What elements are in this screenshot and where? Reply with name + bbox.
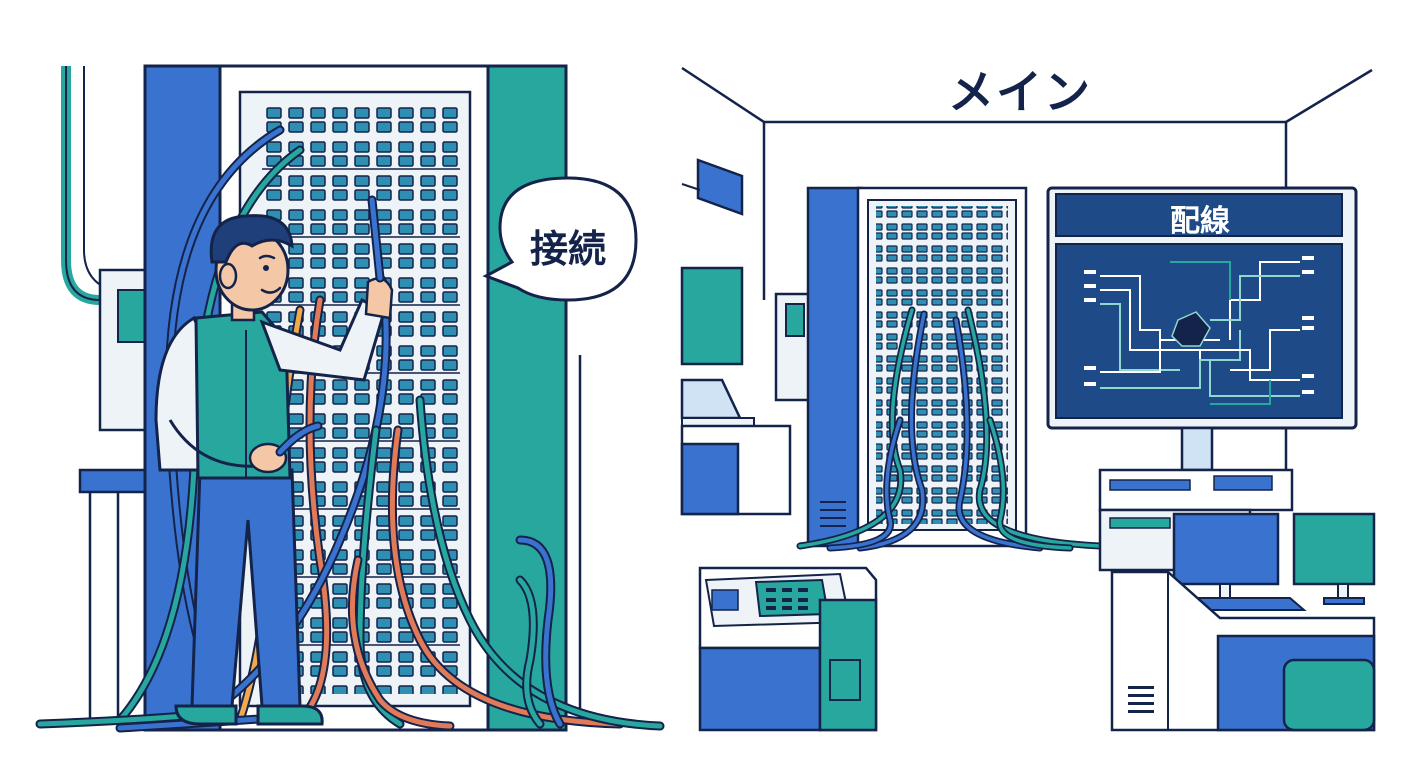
speech-bubble-text: 接続 [529, 227, 606, 271]
speech-bubble-icon [482, 176, 638, 302]
control-console [698, 566, 878, 732]
left-scene [35, 64, 665, 733]
cable-bundle [796, 306, 1104, 552]
right-scene [680, 66, 1376, 732]
laptop-icon [680, 378, 755, 427]
technician-figure [154, 195, 394, 726]
computer-icon [1172, 512, 1376, 611]
monitor-title: 配線 [1170, 204, 1230, 239]
wiring-diagram [1100, 261, 1300, 405]
wall-cabinet [680, 266, 744, 366]
wall-panel [681, 158, 744, 216]
room-title: メイン [948, 65, 1092, 119]
monitor-icon [1046, 186, 1358, 472]
